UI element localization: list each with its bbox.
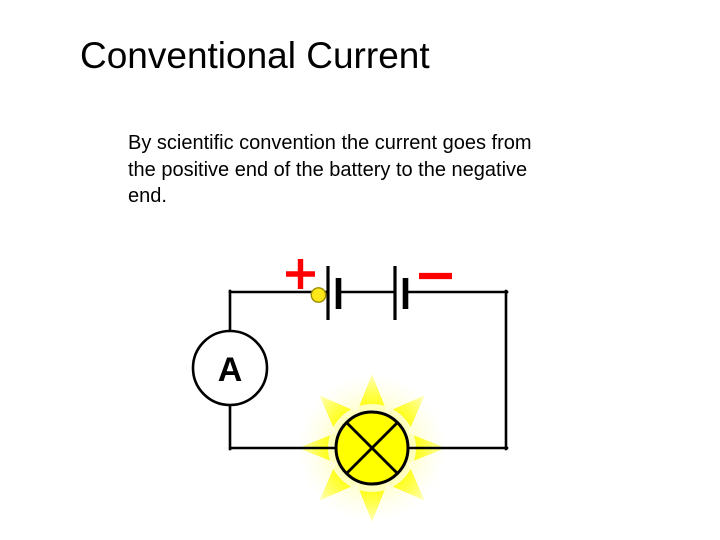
ammeter-symbol: A xyxy=(191,329,269,407)
lamp-symbol xyxy=(334,410,410,486)
current-direction-dot xyxy=(310,287,327,303)
ammeter-label: A xyxy=(218,351,243,389)
lamp-filament-cross-2 xyxy=(345,421,399,475)
battery-symbol xyxy=(326,266,409,320)
positive-terminal-icon xyxy=(286,259,315,289)
page-title: Conventional Current xyxy=(80,35,430,76)
circuit-wires xyxy=(228,289,509,451)
slide-body-text: By scientific convention the current goe… xyxy=(128,132,532,207)
